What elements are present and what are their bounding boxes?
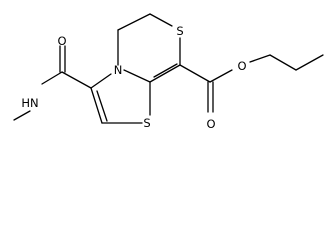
atom-sulfur-top: S	[176, 24, 183, 38]
bond-ester-c-o	[209, 69, 233, 83]
bond-n-methyl	[13, 110, 31, 121]
bond-ch2-ch2	[117, 13, 151, 31]
bond-c-amide-carbonyl	[61, 71, 92, 89]
bond-o-ch2	[249, 54, 271, 63]
bond-ch2-ch3	[269, 54, 297, 71]
atom-sulfur-bottom: S	[143, 116, 150, 130]
atom-oxygen-amide: O	[57, 34, 66, 48]
bond-c-amide-ch	[90, 87, 103, 124]
bond-c-ester-carbonyl	[179, 64, 211, 83]
bond-n-junction	[123, 69, 151, 83]
structure-canvas: S N S O HN O O	[13, 13, 324, 131]
atom-oxygen-carbonyl: O	[206, 117, 215, 131]
atom-nitrogen-ring: N	[114, 63, 123, 77]
bond-ch3-end	[295, 54, 324, 71]
atom-oxygen-ester: O	[237, 59, 246, 73]
bond-c-c-ester	[149, 64, 181, 83]
atom-nitrogen-amide: HN	[21, 96, 38, 110]
bond-carbonyl-n	[41, 71, 63, 85]
bond-c-amide-ch-double	[96, 90, 108, 122]
molecule-structure: S N S O HN O O	[13, 13, 324, 131]
bond-c-c-ester-double	[153, 63, 178, 78]
bond-ch2-s-top	[149, 13, 173, 27]
bond-n-c-amide	[90, 73, 112, 89]
